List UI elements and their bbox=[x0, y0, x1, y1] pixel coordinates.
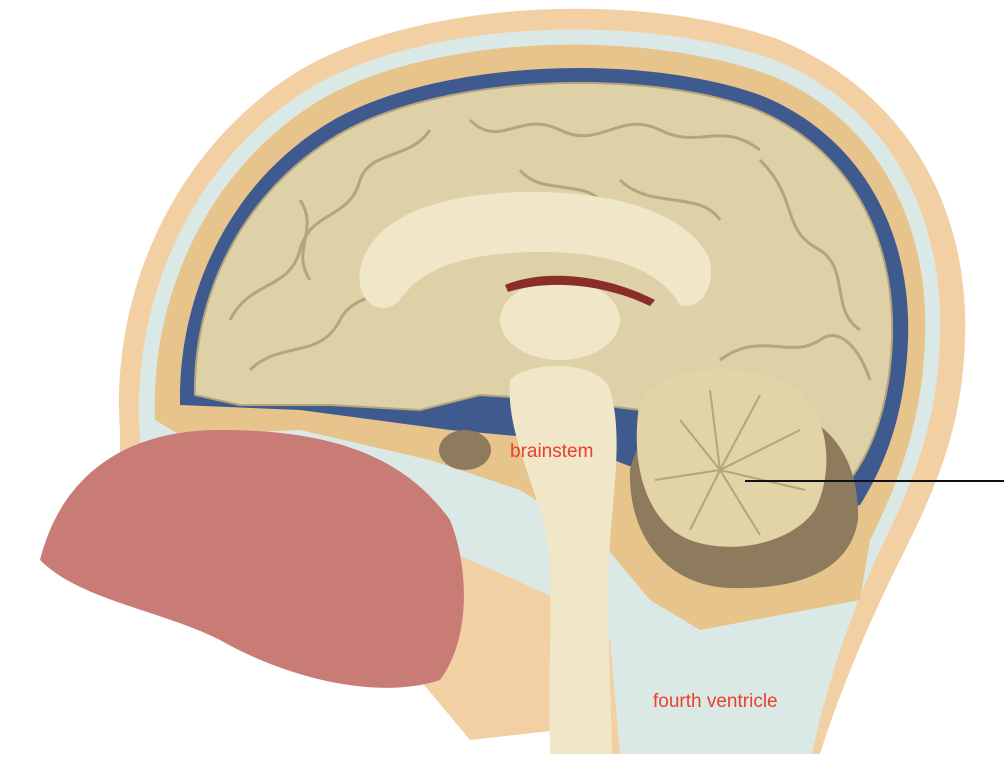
thalamus bbox=[500, 280, 620, 360]
label-brainstem: brainstem bbox=[510, 441, 594, 462]
vessel bbox=[505, 275, 655, 306]
corpus-callosum bbox=[359, 191, 711, 309]
gyri-folds bbox=[228, 118, 872, 381]
nasal-cavity bbox=[40, 430, 464, 688]
arbor-vitae bbox=[654, 389, 806, 536]
brainstem-structure bbox=[509, 366, 617, 754]
cerebellum bbox=[636, 369, 827, 547]
label-fourth-ventricle: fourth ventricle bbox=[653, 691, 778, 712]
pituitary-gland bbox=[439, 430, 491, 470]
